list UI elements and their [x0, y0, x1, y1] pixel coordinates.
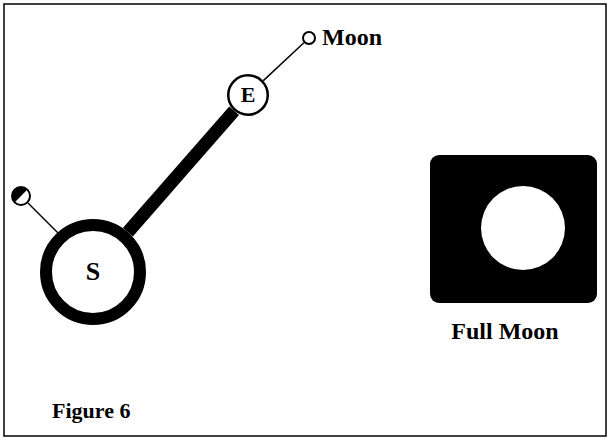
- connector-line: [128, 111, 234, 232]
- sun-circle: S: [40, 219, 146, 325]
- moon-phase-shade: [12, 187, 27, 202]
- circle-ring: [228, 75, 268, 115]
- node-text: Moon: [322, 24, 382, 52]
- full-moon-disc: [481, 186, 565, 270]
- node-text: S: [86, 257, 100, 287]
- moon-marker: [302, 31, 316, 45]
- leader-line: [28, 203, 58, 233]
- connector-line: [263, 43, 304, 81]
- full-moon-panel: [430, 155, 597, 303]
- figure-caption: Figure 6: [52, 398, 130, 423]
- moon-label: Moon: [302, 24, 382, 52]
- circle-ring: [46, 225, 140, 319]
- earth-circle: E: [227, 74, 269, 116]
- frame: [4, 4, 606, 436]
- panel-label: Full Moon: [451, 318, 558, 346]
- node-text: E: [241, 82, 256, 107]
- moon-phase-symbol: [12, 187, 30, 205]
